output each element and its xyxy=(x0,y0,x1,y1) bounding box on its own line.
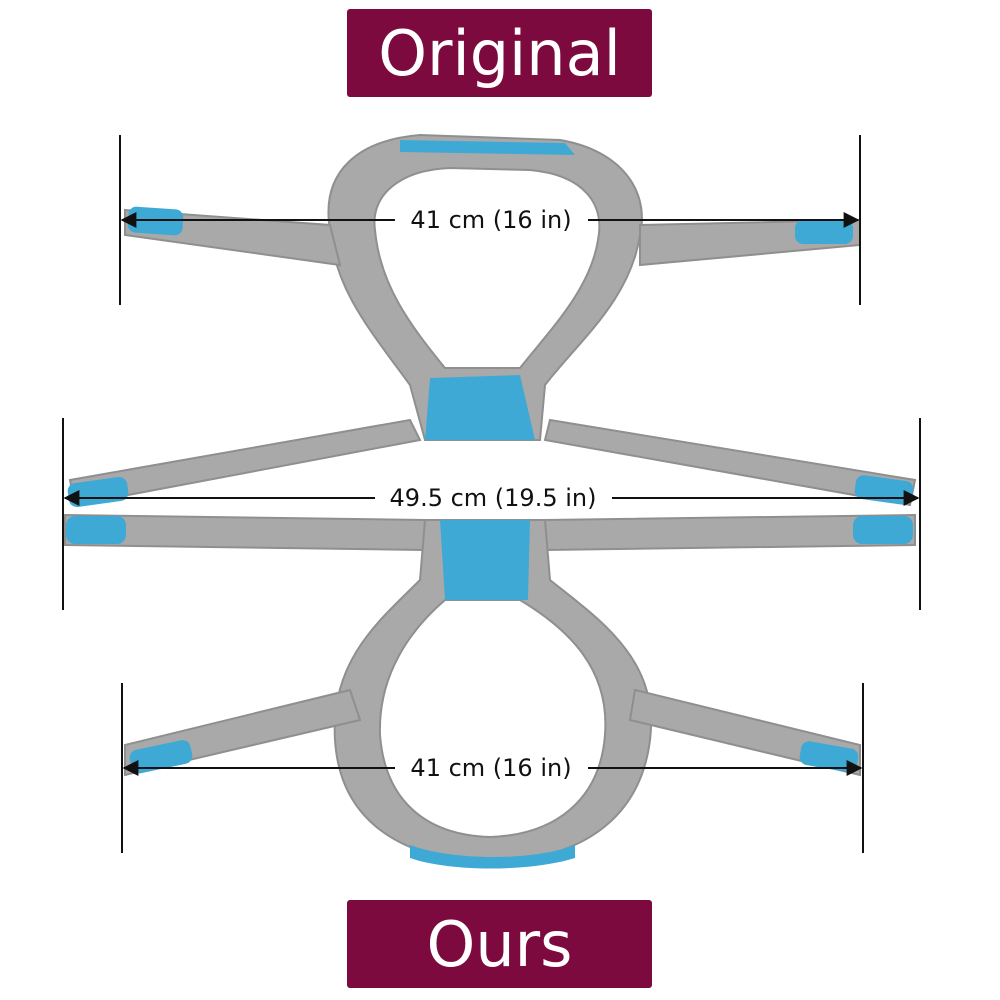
ours-headgear xyxy=(64,513,916,869)
top-dimension-text: 41 cm (16 in) xyxy=(410,206,572,234)
measurement-top xyxy=(119,135,861,305)
measurement-middle xyxy=(62,418,921,610)
original-crown-loop xyxy=(327,133,643,441)
original-headgear xyxy=(67,133,917,508)
measurement-bottom xyxy=(121,683,864,853)
bottom-dimension-text: 41 cm (16 in) xyxy=(410,754,572,782)
ours-label: Ours xyxy=(347,900,652,988)
middle-dimension-text: 49.5 cm (19.5 in) xyxy=(389,484,597,512)
original-label: Original xyxy=(347,9,652,97)
